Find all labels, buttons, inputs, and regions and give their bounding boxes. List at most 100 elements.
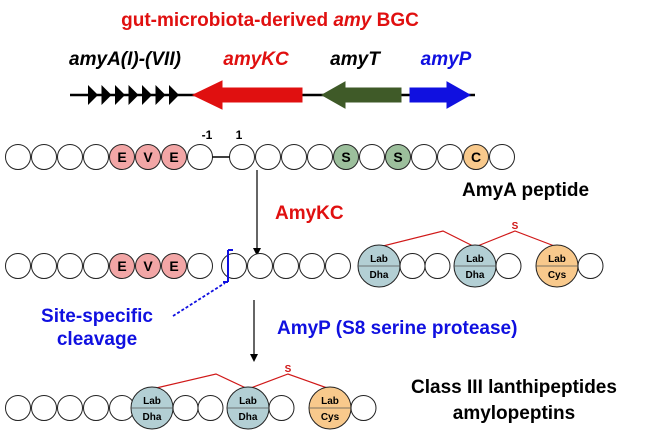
cleavage-dashed-pointer (172, 282, 226, 317)
residue-circle (229, 144, 255, 170)
lab-cys-residue-bottom-text: Cys (548, 270, 567, 281)
residue-circle (359, 144, 385, 170)
leader-residue (135, 253, 161, 279)
lab-dha-residue-2-bottom-text: Dha (239, 412, 258, 423)
residue-circle (5, 144, 31, 170)
gene-label-amyT: amyT (330, 49, 381, 70)
amyA-gene-arrow (155, 85, 166, 105)
sulfur-label: S (285, 364, 292, 375)
residue-circle (31, 395, 57, 421)
leader-residue (109, 253, 135, 279)
residue-circle (5, 395, 31, 421)
product-class-label: Class III lanthipeptides (411, 377, 617, 398)
lab-cys-residue-lab-text: Lab (321, 396, 339, 407)
residue-circle (247, 253, 273, 279)
lab-dha-residue-lab-text: Lab (143, 396, 161, 407)
residue-circle (424, 253, 451, 279)
residue-circle (197, 395, 224, 421)
residue-circle (281, 144, 307, 170)
amya-peptide-label: AmyA peptide (462, 180, 589, 201)
amyA-gene-arrow (115, 85, 125, 105)
amykc-step-label: AmyKC (275, 203, 344, 224)
residue-circle (399, 253, 426, 279)
leader-residue (161, 253, 187, 279)
residue-circle (577, 253, 604, 279)
residue-circle (350, 395, 377, 421)
amyA-gene-arrow (142, 85, 152, 105)
leader-residue-v-letter: V (143, 149, 153, 165)
residue-circle (83, 144, 109, 170)
residue-circle (83, 253, 109, 279)
lab-dha-residue-2-lab-text: Lab (239, 396, 257, 407)
amyT-gene-arrow (320, 81, 402, 109)
leader-residue-letter: E (117, 258, 126, 274)
lab-dha-residue-lab-text: Lab (370, 254, 388, 265)
lab-dha-residue-bottom-text: Dha (370, 270, 389, 281)
leader-residue-letter: E (169, 258, 178, 274)
bgc-title: gut-microbiota-derived amy BGC (121, 10, 419, 31)
amyKC-gene-arrow (191, 80, 303, 110)
site-specific-label: Site-specific (41, 306, 153, 327)
serine-residue-letter: S (341, 149, 350, 165)
thioether-bridge-2 (247, 373, 331, 390)
leader-residue-e2-letter: E (169, 149, 178, 165)
thioether-bridge-1 (151, 373, 249, 390)
cysteine-residue-letter: C (471, 149, 481, 165)
gene-cluster (70, 80, 475, 110)
leader-residue-e (109, 144, 135, 170)
residue-circle (273, 253, 299, 279)
leader-residue-e2 (161, 144, 187, 170)
lab-cys-residue-bottom-text: Cys (321, 412, 340, 423)
residue-circle (57, 144, 83, 170)
leader-residue-letter: V (143, 258, 153, 274)
residue-circle (187, 253, 213, 279)
residue-circle (57, 253, 83, 279)
residue-circle (31, 253, 57, 279)
position-minus-one: -1 (202, 128, 213, 142)
leader-residue-e-letter: E (117, 149, 126, 165)
gene-label-amyKC: amyKC (223, 49, 289, 70)
residue-circle (221, 253, 247, 279)
residue-circle (307, 144, 333, 170)
residue-circle (411, 144, 437, 170)
lab-dha-residue-2-lab-text: Lab (466, 254, 484, 265)
amyA-gene-arrow (101, 85, 112, 105)
amyA-gene-arrows (88, 85, 179, 105)
residue-circle (437, 144, 463, 170)
residue-circle (489, 144, 515, 170)
residue-circle (31, 144, 57, 170)
residue-circle (187, 144, 213, 170)
serine-residue-2-letter: S (393, 149, 402, 165)
thioether-bridge-2 (474, 230, 558, 248)
thioether-bridge-1 (378, 230, 476, 248)
lab-dha-residue-bottom-text: Dha (143, 412, 162, 423)
sulfur-label: S (512, 221, 519, 232)
residue-circle (172, 395, 199, 421)
position-one: 1 (236, 128, 243, 142)
serine-residue-2 (385, 144, 411, 170)
lab-dha-residue-2-bottom-text: Dha (466, 270, 485, 281)
amyp-step-label: AmyP (S8 serine protease) (277, 318, 517, 339)
residue-circle (5, 253, 31, 279)
amyA-gene-arrow (169, 85, 179, 105)
residue-circle (495, 253, 522, 279)
amyA-gene-arrow (128, 85, 139, 105)
residue-circle (255, 144, 281, 170)
gene-label-amyP: amyP (421, 49, 472, 70)
residue-circle (299, 253, 325, 279)
cleavage-site-marker (172, 249, 233, 317)
cysteine-residue (463, 144, 489, 170)
amyA-gene-arrow (88, 85, 98, 105)
serine-residue (333, 144, 359, 170)
residue-circle (57, 395, 83, 421)
cleavage-label: cleavage (57, 329, 137, 350)
gene-label-amyA: amyA(I)-(VII) (69, 49, 181, 70)
lab-cys-residue-lab-text: Lab (548, 254, 566, 265)
leader-residue-v (135, 144, 161, 170)
residue-circle (325, 253, 351, 279)
product-name-label: amylopeptins (453, 403, 575, 424)
